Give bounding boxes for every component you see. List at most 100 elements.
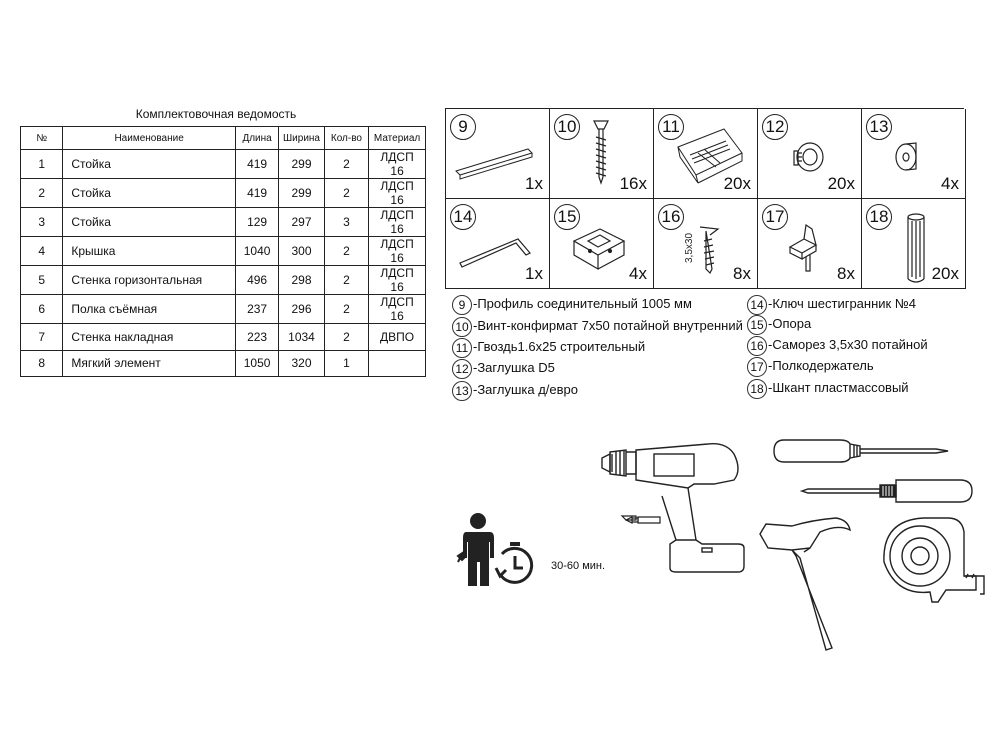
- fitting-quantity: 20x: [723, 174, 751, 193]
- cell-number: 1: [19, 149, 64, 179]
- person-icon: [456, 513, 494, 586]
- cell-quantity: 2: [323, 323, 370, 351]
- legend-number: 15: [747, 314, 767, 335]
- fitting-quantity: 8x: [733, 264, 751, 283]
- fitting-number: 10: [554, 114, 580, 140]
- tape-measure-icon: [883, 517, 985, 603]
- fitting-quantity: 1x: [525, 174, 543, 193]
- cell-width: 298: [278, 265, 325, 295]
- fitting-number: 13: [866, 114, 892, 140]
- fitting-cell-10: 10 16x: [550, 109, 654, 199]
- fitting-cell-11: 11 20x: [654, 109, 758, 199]
- legend-item: 14-Ключ шестигранник №4: [747, 294, 917, 315]
- cell-number: 7: [19, 323, 64, 351]
- cell-width: 297: [278, 207, 325, 237]
- fitting-number: 17: [762, 204, 788, 230]
- euro-cap-icon: [895, 142, 917, 171]
- legend-item: 16-Саморез 3,5х30 потайной: [747, 335, 928, 356]
- nail-pack-icon: [677, 128, 743, 184]
- legend-number: 17: [747, 356, 767, 377]
- cell-material: ДВПО: [368, 323, 426, 351]
- table-row: 3 Стойка 129 297 3 ЛДСП 16: [19, 207, 426, 237]
- legend-item: 13-Заглушка д/евро: [452, 380, 578, 401]
- legend-number: 18: [747, 378, 767, 399]
- fitting-cell-13: 13 4x: [862, 109, 966, 199]
- hammer-icon: [759, 517, 851, 651]
- legend-number: 11: [452, 337, 472, 358]
- hex-key-icon: [459, 238, 531, 268]
- fitting-quantity: 16x: [619, 174, 647, 193]
- table-header-row: № Наименование Длина Ширина Кол-во Матер…: [19, 126, 426, 150]
- parts-table: № Наименование Длина Ширина Кол-во Матер…: [19, 126, 426, 377]
- table-row: 7 Стенка накладная 223 1034 2 ДВПО: [19, 323, 426, 351]
- fitting-cell-9: 9 1x: [446, 109, 550, 199]
- fitting-quantity: 20x: [931, 264, 959, 283]
- legend-text: -Ключ шестигранник №4: [768, 296, 917, 311]
- shelf-support-icon: [788, 223, 818, 272]
- cell-material: [368, 349, 426, 377]
- header-quantity: Кол-во: [323, 126, 370, 150]
- cell-material: ЛДСП 16: [368, 294, 426, 324]
- bit-icon: [624, 516, 661, 524]
- cell-length: 496: [234, 265, 280, 295]
- cell-width: 299: [278, 178, 325, 208]
- fitting-number: 15: [554, 204, 580, 230]
- dowel-icon: [907, 213, 925, 283]
- legend-number: 10: [452, 316, 472, 337]
- legend-item: 18-Шкант пластмассовый: [747, 378, 909, 399]
- legend-text: -Полкодержатель: [768, 358, 874, 373]
- cell-length: 419: [234, 149, 280, 179]
- cell-name: Мягкий элемент: [62, 349, 236, 377]
- fitting-cell-14: 14 1x: [446, 199, 550, 289]
- cell-quantity: 2: [323, 236, 370, 266]
- fitting-number: 9: [450, 114, 476, 140]
- fitting-cell-15: 15 4x: [550, 199, 654, 289]
- fitting-number: 14: [450, 204, 476, 230]
- table-row: 4 Крышка 1040 300 2 ЛДСП 16: [19, 236, 426, 266]
- header-number: №: [19, 126, 64, 150]
- legend-item: 10-Винт-конфирмат 7х50 потайной внутренн…: [452, 316, 743, 337]
- cell-length: 223: [234, 323, 280, 351]
- legend-number: 16: [747, 335, 767, 356]
- table-row: 8 Мягкий элемент 1050 320 1: [19, 349, 426, 377]
- fitting-number: 12: [762, 114, 788, 140]
- cell-width: 299: [278, 149, 325, 179]
- fitting-number: 16: [658, 204, 684, 230]
- profile-icon: [455, 148, 533, 180]
- cell-name: Стойка: [62, 149, 236, 179]
- screwdriver-icon: [773, 439, 949, 463]
- cell-width: 1034: [278, 323, 325, 351]
- fittings-grid: 9 1x 10 16x 11: [445, 108, 966, 289]
- legend-text: -Шкант пластмассовый: [768, 380, 909, 395]
- cell-name: Стенка накладная: [62, 323, 236, 351]
- legend-item: 12-Заглушка D5: [452, 358, 555, 379]
- cell-length: 419: [234, 178, 280, 208]
- fitting-number: 18: [866, 204, 892, 230]
- drill-icon: [601, 443, 745, 573]
- fitting-cell-12: 12 20x: [758, 109, 862, 199]
- cell-quantity: 2: [323, 265, 370, 295]
- cell-number: 6: [19, 294, 64, 324]
- table-title: Комплектовочная ведомость: [135, 107, 297, 121]
- cell-material: ЛДСП 16: [368, 207, 426, 237]
- cell-quantity: 2: [323, 178, 370, 208]
- confirmat-screw-icon: [593, 120, 609, 185]
- legend-number: 12: [452, 358, 472, 379]
- table-row: 5 Стенка горизонтальная 496 298 2 ЛДСП 1…: [19, 265, 426, 295]
- legend-text: -Опора: [768, 316, 812, 331]
- cell-number: 2: [19, 178, 64, 208]
- support-icon: [572, 228, 626, 271]
- cell-number: 8: [19, 349, 64, 377]
- legend-item: 17-Полкодержатель: [747, 356, 874, 377]
- header-length: Длина: [234, 126, 280, 150]
- cap-d5-icon: [793, 142, 824, 172]
- cell-material: ЛДСП 16: [368, 265, 426, 295]
- assembly-time-label: 30-60 мин.: [551, 560, 606, 572]
- cell-number: 3: [19, 207, 64, 237]
- fitting-cell-18: 18 20x: [862, 199, 966, 289]
- table-row: 2 Стойка 419 299 2 ЛДСП 16: [19, 178, 426, 208]
- header-name: Наименование: [62, 126, 236, 150]
- legend-item: 11-Гвоздь1.6х25 строительный: [452, 337, 645, 358]
- legend-number: 9: [452, 294, 472, 315]
- cell-length: 129: [234, 207, 280, 237]
